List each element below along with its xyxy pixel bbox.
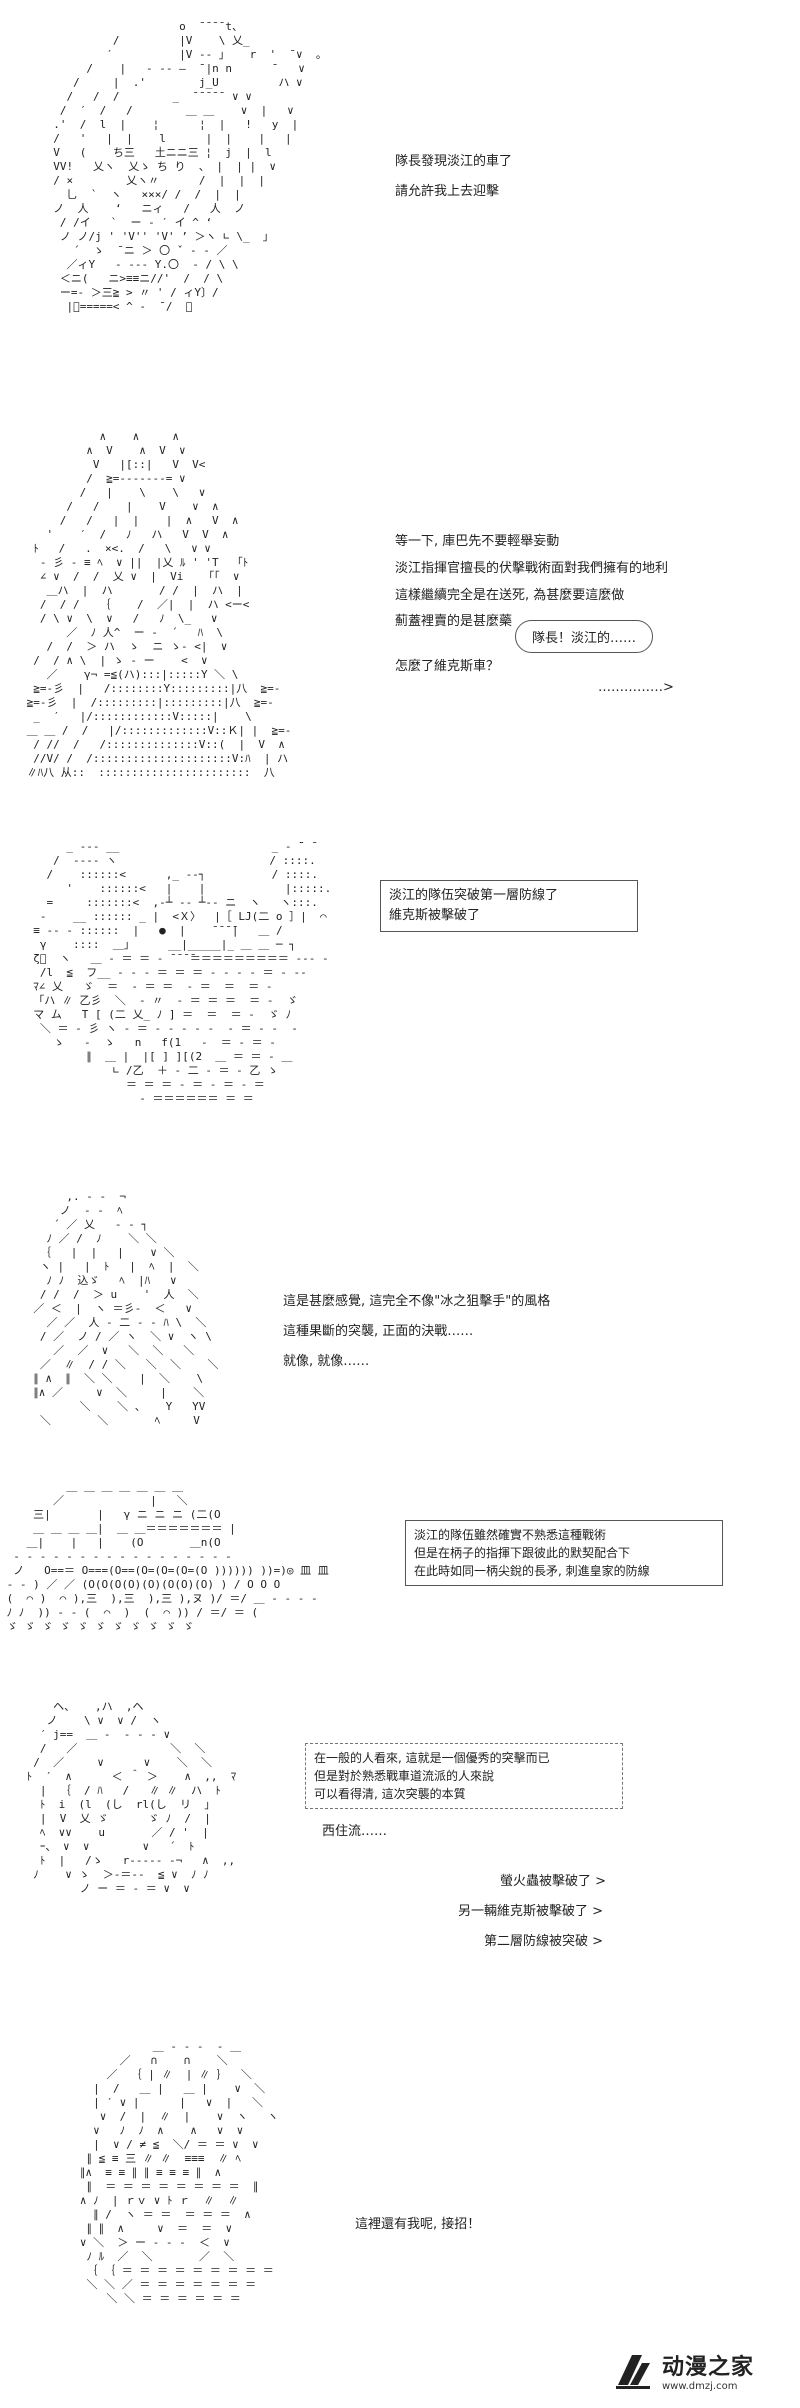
narration-line: 但是對於熟悉戰車道流派的人來說	[314, 1769, 495, 1783]
panel-4: ,. ‐ ‐ ¬ ノ ‐ ‐ ﾍ ´ ／ 乂 ‐ ‐ ┐ ﾉ ／ / ﾉ ＼ ＼…	[0, 1160, 800, 1460]
dialogue-line: 薊蓋裡賣的是甚麼藥	[395, 614, 513, 629]
report-line: 第二層防線被突破 >	[484, 1934, 604, 1949]
dialogue-line: 隊長發現淡江的車了	[395, 154, 513, 169]
narration-line: 可以看得清, 這次突襲的本質	[314, 1787, 466, 1801]
panel-2: ∧ ∧ ∧ ∧ V ∧ V ∨ V |[::| V V< / ≧=-------…	[0, 300, 800, 820]
panel-6: ヘ、 ,ハ ,ヘ ノ \ ∨ ∨ / ヽ ′ j== ＿ ‐ ‐ ‐ ‐ ∨ /…	[0, 1680, 800, 2010]
logo-mark-icon	[616, 2355, 650, 2389]
radio-report-box: 淡江的隊伍突破第一層防線了 維克斯被擊破了	[380, 880, 638, 932]
narration-line: 但是在柄子的指揮下跟彼此的默契配合下	[414, 1546, 631, 1560]
ascii-art-character: ,. ‐ ‐ ¬ ノ ‐ ‐ ﾍ ´ ／ 乂 ‐ ‐ ┐ ﾉ ／ / ﾉ ＼ ＼…	[33, 1190, 219, 1427]
dialogue-line: 請允許我上去迎擊	[395, 184, 500, 199]
logo-title: 动漫之家	[662, 2354, 755, 2380]
narration-line: 在一般的人看來, 這就是一個優秀的突擊而已	[314, 1751, 550, 1765]
shout-bubble: 隊長！淡江的……	[515, 620, 654, 653]
report-line: 另一輛維克斯被擊破了 >	[458, 1904, 604, 1919]
report-line: 淡江的隊伍突破第一層防線了	[389, 888, 559, 903]
dialogue-line: 這樣繼續完全是在送死, 為甚麼要這麼做	[395, 588, 625, 603]
dialogue-line: 淡江指揮官擅長的伏擊戰術面對我們擁有的地利	[395, 561, 669, 576]
narration-line: 在此時如同一柄尖銳的長矛, 刺進皇家的防線	[414, 1564, 650, 1578]
ascii-art-commander: ∧ ∧ ∧ ∧ V ∧ V ∨ V |[::| V V< / ≧=-------…	[26, 430, 292, 779]
dialogue-line: 就像, 就像……	[283, 1354, 370, 1369]
logo-url: www.dmzj.com	[662, 2380, 738, 2392]
dialogue-line: 這種果斷的突襲, 正面的決戰……	[283, 1324, 474, 1339]
dialogue-line: 這是甚麼感覺, 這完全不像"冰之狙擊手"的風格	[283, 1294, 551, 1309]
panel-1: o ̄ ̄ ̄ ̄ t、 / |V \ 乂_ ′ |V -- 」 r ' ̄ ∨…	[0, 0, 800, 313]
narration-box: 在一般的人看來, 這就是一個優秀的突擊而已 但是對於熟悉戰車道流派的人來說 可以…	[305, 1743, 623, 1809]
dialogue-line: ……………>	[598, 680, 674, 695]
ascii-art-character: ＿ ‐ ‐ ‐ ‐ ＿ ／ ∩ ∩ ＼ ／ ｛ | ∥ | ∥ ｝ ＼ | / …	[79, 2040, 279, 2305]
ascii-art-tank: _ --- __ _ ‐ ̄¨ ̄ / ‐--- ヽ / ::::. / :::…	[33, 840, 332, 1105]
panel-5: ＿ ＿ ＿ ＿ ＿ ＿ ＿ ／ | ＼ 三| | γ ニ ニ ニ (二(O ＿ …	[0, 1460, 800, 1680]
ascii-art-character: ヘ、 ,ハ ,ヘ ノ \ ∨ ∨ / ヽ ′ j== ＿ ‐ ‐ ‐ ‐ ∨ /…	[26, 1700, 237, 1895]
ascii-art-tank-column: ＿ ＿ ＿ ＿ ＿ ＿ ＿ ／ | ＼ 三| | γ ニ ニ ニ (二(O ＿ …	[6, 1480, 329, 1633]
dialogue-line: 怎麼了維克斯車？	[395, 659, 500, 674]
report-line: 螢火蟲被擊破了 >	[500, 1874, 607, 1889]
logo-text: 动漫之家 www.dmzj.com	[662, 2349, 754, 2392]
dialogue-line: 西住流……	[322, 1824, 388, 1839]
dialogue-line: 等一下, 庫巴先不要輕舉妄動	[395, 534, 560, 549]
panel-7: ＿ ‐ ‐ ‐ ‐ ＿ ／ ∩ ∩ ＼ ／ ｛ | ∥ | ∥ ｝ ＼ | / …	[0, 2010, 800, 2408]
narration-line: 淡江的隊伍雖然確實不熟悉這種戰術	[414, 1528, 607, 1542]
site-logo: 动漫之家 www.dmzj.com	[612, 2342, 782, 2398]
dialogue-line: 這裡還有我呢, 接招！	[355, 2217, 481, 2232]
report-line: 維克斯被擊破了	[389, 908, 481, 923]
narration-box: 淡江的隊伍雖然確實不熟悉這種戰術 但是在柄子的指揮下跟彼此的默契配合下 在此時如…	[405, 1520, 723, 1586]
panel-3: _ --- __ _ ‐ ̄¨ ̄ / ‐--- ヽ / ::::. / :::…	[0, 820, 800, 1160]
ascii-art-tank-commander: o ̄ ̄ ̄ ̄ t、 / |V \ 乂_ ′ |V -- 」 r ' ̄ ∨…	[53, 20, 327, 313]
